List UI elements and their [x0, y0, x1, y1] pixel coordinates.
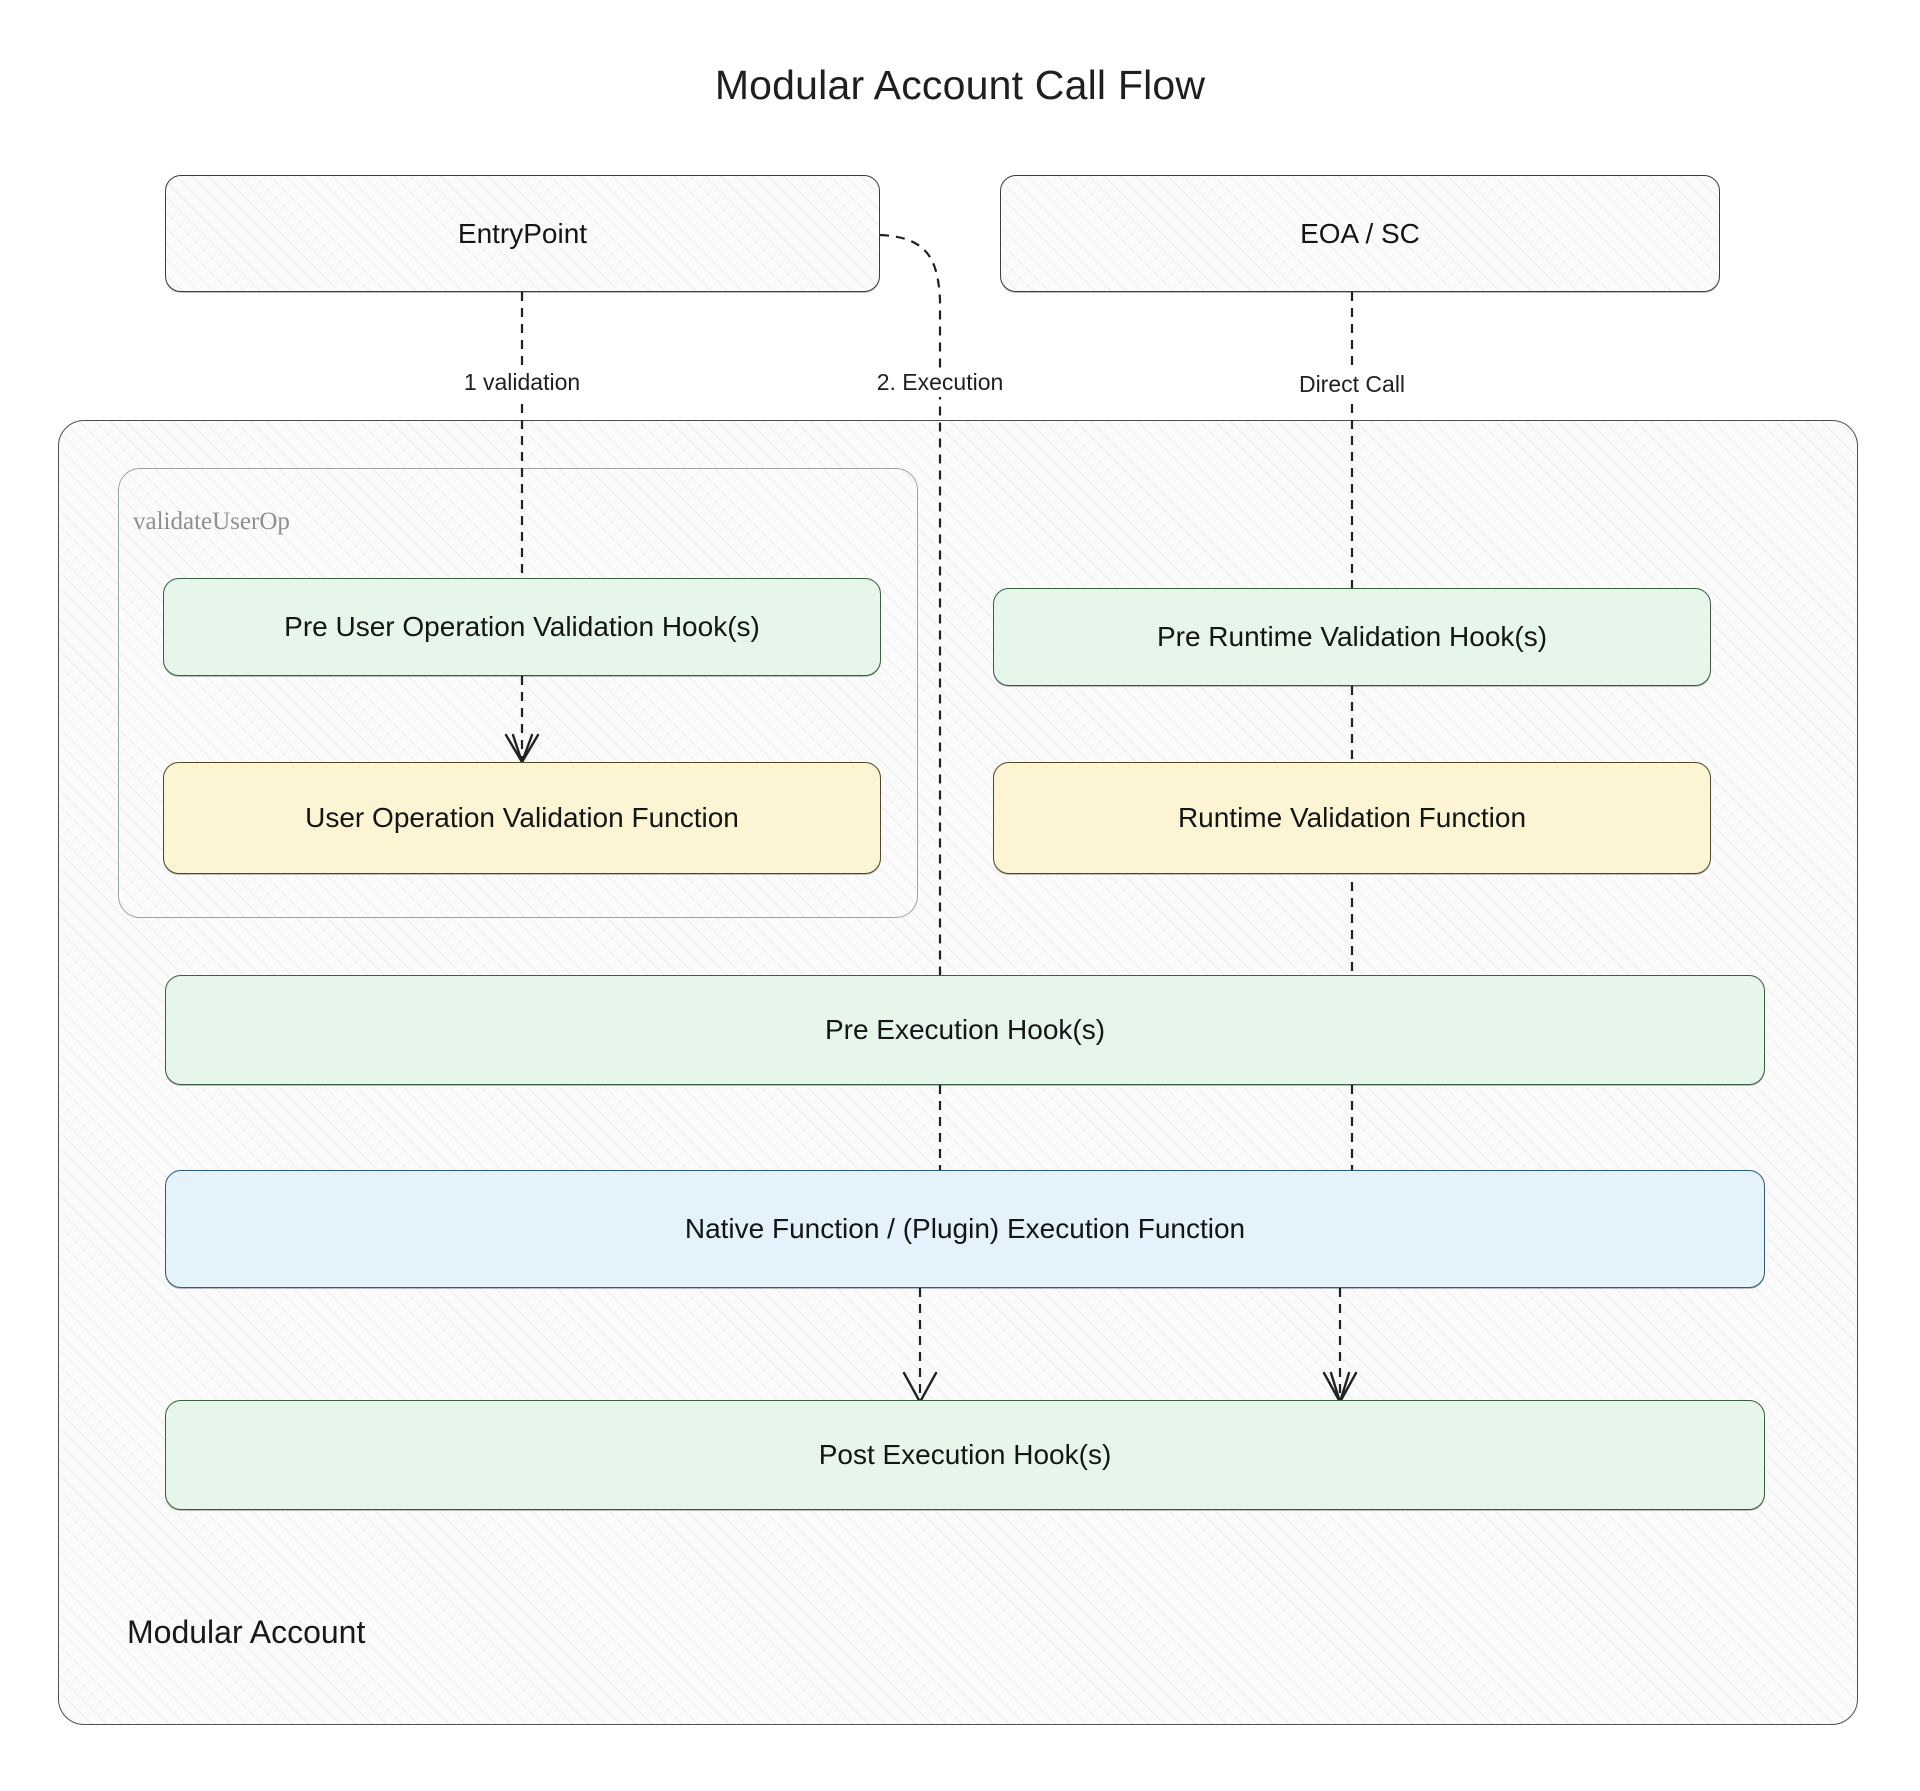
node-user-operation-validation-function-label: User Operation Validation Function: [305, 802, 739, 834]
node-post-execution-hook[interactable]: Post Execution Hook(s): [165, 1400, 1765, 1510]
node-pre-runtime-validation-hook-label: Pre Runtime Validation Hook(s): [1156, 621, 1548, 653]
node-eoa-sc-label: EOA / SC: [1300, 217, 1420, 249]
node-native-function[interactable]: Native Function / (Plugin) Execution Fun…: [165, 1170, 1765, 1288]
node-pre-execution-hook[interactable]: Pre Execution Hook(s): [165, 975, 1765, 1085]
edge-label-execution: 2. Execution: [869, 368, 1011, 397]
node-pre-user-operation-validation-hook-label: Pre User Operation Validation Hook(s): [284, 611, 760, 643]
cluster-modular-account-label: Modular Account: [127, 1614, 366, 1650]
node-native-function-label: Native Function / (Plugin) Execution Fun…: [684, 1213, 1246, 1245]
node-user-operation-validation-function[interactable]: User Operation Validation Function: [163, 762, 881, 874]
node-entrypoint[interactable]: EntryPoint: [165, 175, 880, 292]
node-eoa-sc[interactable]: EOA / SC: [1000, 175, 1720, 292]
node-pre-user-operation-validation-hook[interactable]: Pre User Operation Validation Hook(s): [163, 578, 881, 676]
node-runtime-validation-function-label: Runtime Validation Function: [1177, 802, 1527, 834]
diagram-title: Modular Account Call Flow: [714, 62, 1206, 108]
edge-label-validation: 1 validation: [456, 368, 588, 397]
node-pre-execution-hook-label: Pre Execution Hook(s): [824, 1014, 1106, 1046]
edge-label-direct-call: Direct Call: [1291, 370, 1413, 399]
node-pre-runtime-validation-hook[interactable]: Pre Runtime Validation Hook(s): [993, 588, 1711, 686]
cluster-validate-user-op-label: validateUserOp: [133, 508, 290, 535]
node-post-execution-hook-label: Post Execution Hook(s): [818, 1439, 1112, 1471]
node-runtime-validation-function[interactable]: Runtime Validation Function: [993, 762, 1711, 874]
node-entrypoint-label: EntryPoint: [457, 217, 588, 249]
